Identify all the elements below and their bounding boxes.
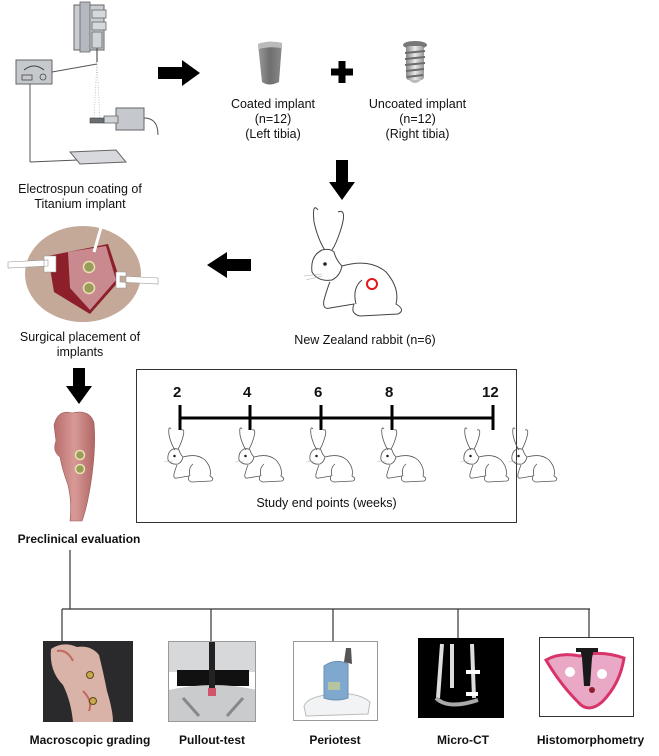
right-arrow-icon: [158, 60, 200, 86]
rabbit-icon: [303, 207, 402, 317]
timeline-tick-label: 12: [482, 384, 499, 401]
tibia-bone-icon: [53, 411, 95, 522]
left-arrow-icon: [207, 252, 251, 278]
down-arrow-icon: [66, 368, 92, 404]
evaluation-label-micro-ct: Micro-CT: [437, 733, 489, 747]
down-arrow-icon: [329, 160, 355, 200]
rabbit-icon: [163, 427, 214, 483]
timeline-tick-label: 8: [385, 384, 394, 401]
timeline-tick-label: 4: [243, 384, 252, 401]
rabbit-icon: [234, 427, 285, 483]
rabbit-icon: [305, 427, 356, 483]
rabbit-icon: [376, 427, 427, 483]
timeline-tick-label: 6: [314, 384, 323, 401]
evaluation-label-histomorphometry: Histomorphometry: [536, 733, 645, 747]
rabbit-icon: [459, 427, 510, 483]
surgical-site-icon: [7, 223, 159, 322]
bone-specimen-photo-icon: [43, 641, 133, 722]
preclinical-evaluation-label: Preclinical evaluation: [17, 532, 141, 546]
screw-implant-icon: [403, 41, 427, 83]
timeline-tick-label: 2: [173, 384, 182, 401]
plus-icon: [331, 61, 353, 83]
electrospinning-label: Electrospun coating of Titanium implant: [18, 182, 142, 211]
coated-implant-label: Coated implant (n=12) (Left tibia): [230, 97, 316, 141]
uncoated-implant-label: Uncoated implant (n=12) (Right tibia): [368, 97, 467, 141]
evaluation-label-macroscopic: Macroscopic grading: [29, 733, 151, 747]
micro-ct-scan-icon: [418, 638, 504, 718]
evaluation-label-pullout: Pullout-test: [179, 733, 245, 747]
histology-section-icon: [539, 637, 634, 717]
implant-site-marker: [366, 278, 378, 290]
evaluation-label-periotest: Periotest: [309, 733, 361, 747]
rabbit-icon: [507, 427, 558, 483]
surgery-label: Surgical placement of implants: [19, 330, 141, 359]
periotest-device-icon: [293, 641, 378, 721]
coated-implant-icon: [258, 41, 282, 85]
rabbit-label: New Zealand rabbit (n=6): [294, 333, 436, 347]
timeline-title: Study end points (weeks): [256, 496, 397, 510]
electrospinning-apparatus-icon: [8, 0, 168, 170]
pullout-machine-photo-icon: [168, 641, 256, 722]
